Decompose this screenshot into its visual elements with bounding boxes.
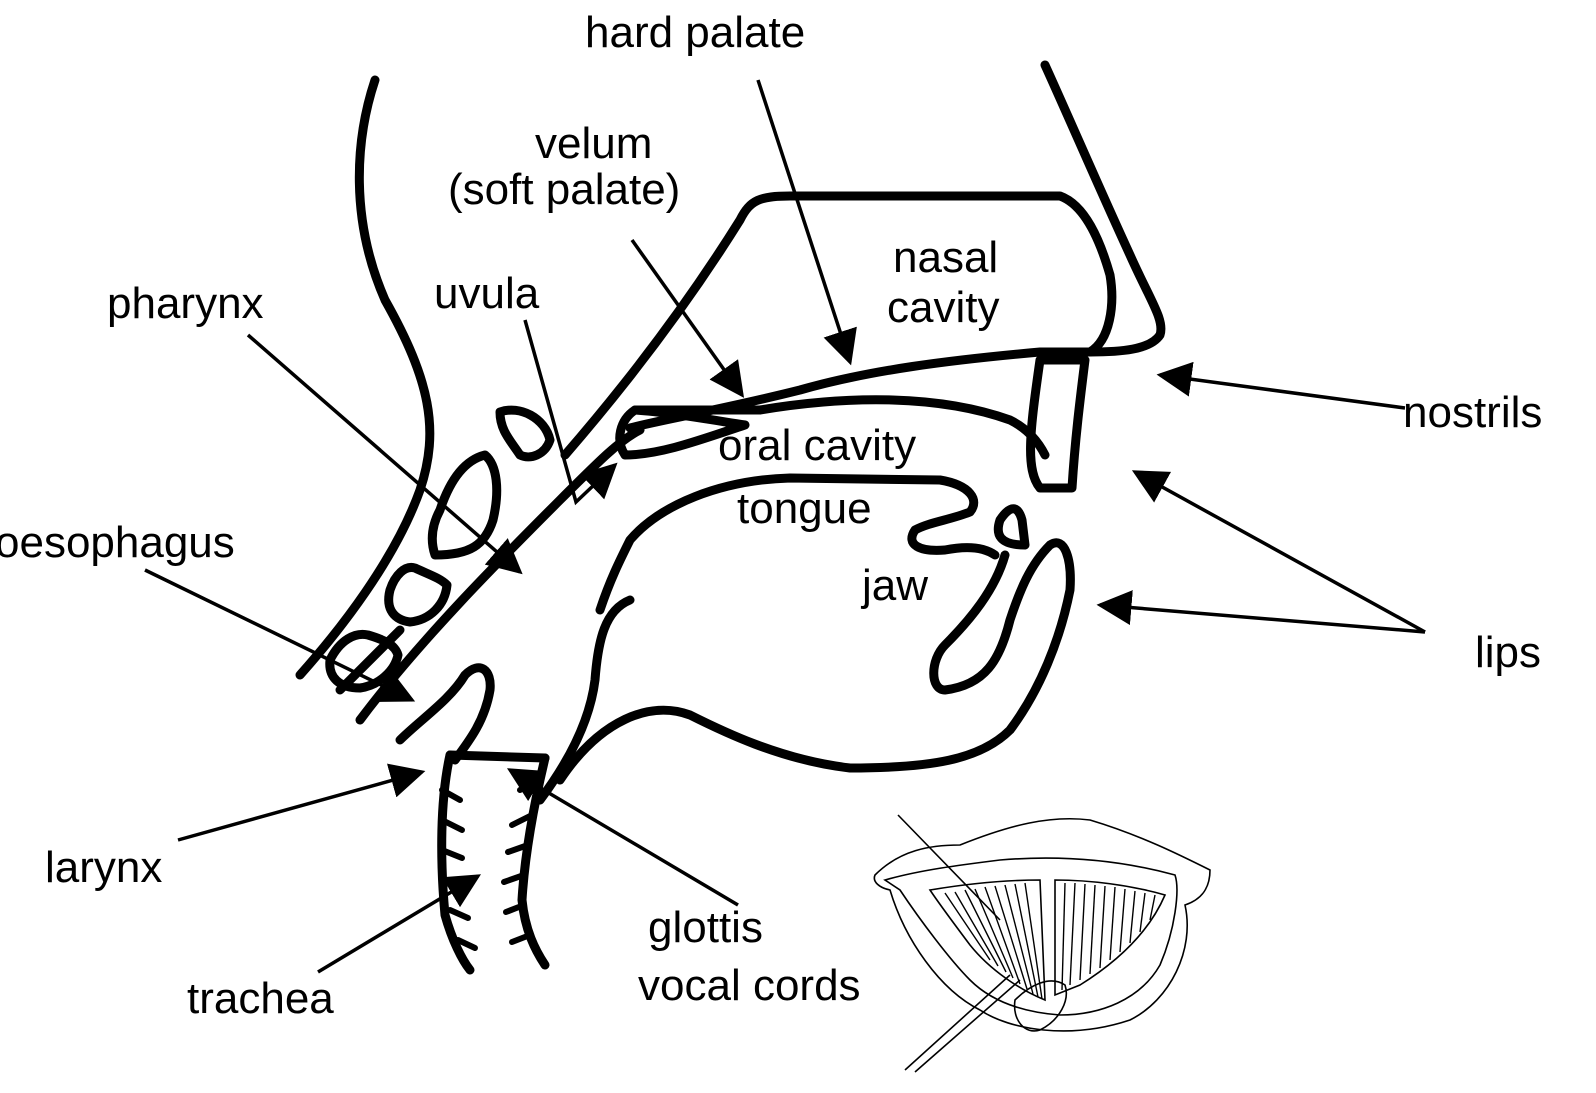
label-glottis: glottis: [648, 903, 763, 952]
label-trachea: trachea: [187, 974, 334, 1023]
arrow-lips-upper: [1135, 472, 1425, 632]
label-jaw: jaw: [860, 561, 928, 610]
arrow-lips-lower: [1100, 605, 1425, 632]
arrow-nostrils: [1160, 375, 1405, 408]
label-velum: velum: [535, 119, 652, 168]
label-pharynx: pharynx: [107, 279, 264, 328]
lower-lip-outline: [560, 543, 1070, 780]
label-cavity: cavity: [887, 283, 999, 332]
inset-pointer-line-2: [905, 975, 1010, 1070]
inset-pointer-line-3: [915, 980, 1020, 1072]
label-oesophagus: oesophagus: [0, 518, 235, 567]
label-lips: lips: [1475, 628, 1541, 677]
vertebra-2: [389, 567, 447, 622]
vocal-cords-inset: [874, 815, 1210, 1072]
arrow-larynx: [178, 772, 422, 840]
label-tongue: tongue: [737, 484, 872, 533]
upper-lip-outline: [1031, 360, 1085, 488]
glottis-top: [450, 755, 545, 758]
inset-inner-outline: [885, 858, 1177, 1015]
trachea-left-wall: [442, 755, 470, 970]
label-uvula: uvula: [434, 269, 540, 318]
neck-back-outline: [300, 80, 430, 675]
nose-outline: [1045, 65, 1161, 352]
arrow-glottis: [510, 770, 738, 905]
uvula-outline: [500, 410, 550, 457]
arrow-hard-palate: [758, 80, 850, 362]
label-hard-palate: hard palate: [585, 8, 805, 57]
label-soft-palate: (soft palate): [448, 165, 680, 214]
arrow-trachea: [318, 876, 478, 972]
tongue-root-outline: [540, 600, 630, 800]
epiglottis-outline: [400, 668, 490, 760]
lower-teeth-outline: [998, 509, 1025, 545]
anatomy-outline: [300, 65, 1161, 970]
label-oral-cavity: oral cavity: [718, 421, 916, 470]
inset-pointer-line-1: [898, 815, 1000, 920]
label-vocal-cords: vocal cords: [638, 961, 861, 1010]
label-nasal: nasal: [893, 233, 998, 282]
arrow-velum: [632, 240, 742, 395]
label-nostrils: nostrils: [1403, 388, 1542, 437]
labels: hard palate velum (soft palate) nasal ca…: [0, 8, 1542, 1023]
label-larynx: larynx: [45, 843, 162, 892]
inset-right-fold: [1055, 880, 1165, 995]
